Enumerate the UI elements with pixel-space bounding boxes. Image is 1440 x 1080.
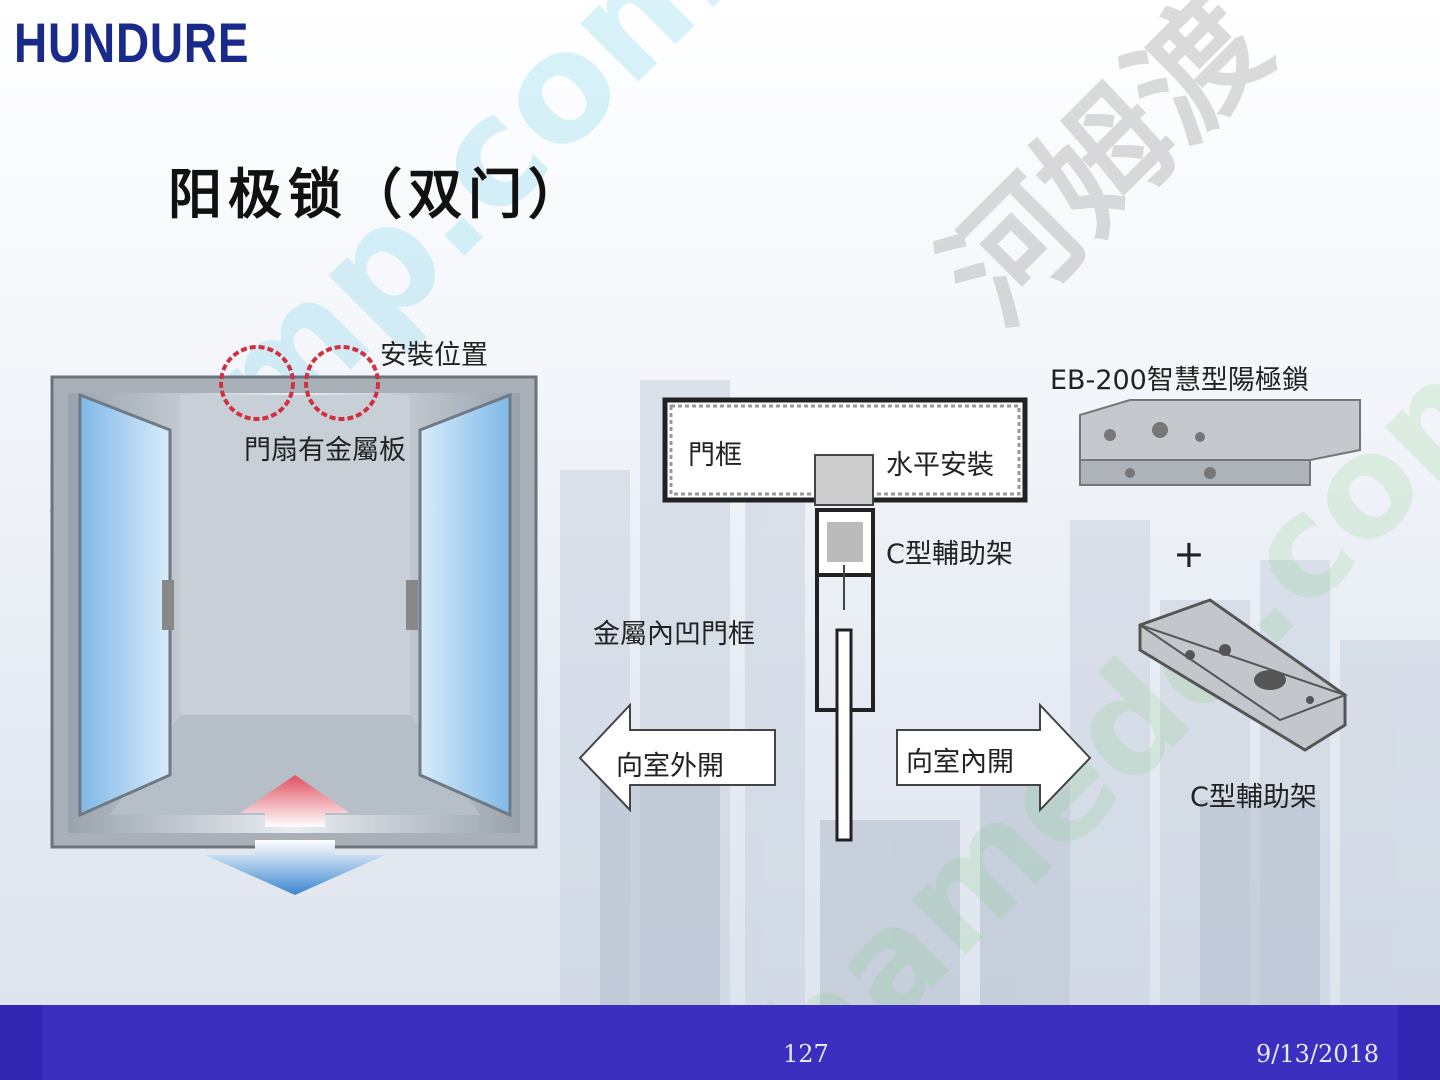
door-metal-plate-label: 門扇有金屬板 — [244, 435, 406, 466]
inward-arrow-icon — [240, 775, 350, 827]
outward-arrow-icon — [205, 840, 385, 895]
open-inward-label: 向室內開 — [906, 747, 1014, 778]
slide-title: 阳极锁（双门） — [168, 162, 588, 226]
install-position-label: 安裝位置 — [380, 340, 488, 371]
double-door-illustration — [50, 345, 538, 895]
eb200-lock-product-illustration — [1079, 399, 1361, 752]
svg-text:河姆渡: 河姆渡 — [914, 0, 1297, 352]
installation-cross-section-diagram — [578, 397, 1092, 842]
slide-date: 9/13/2018 — [1256, 1040, 1380, 1068]
footer-right-block — [1398, 1005, 1440, 1080]
open-outward-label: 向室外開 — [616, 751, 724, 782]
page-number: 127 — [783, 1040, 829, 1068]
door-frame-label: 門框 — [688, 440, 742, 471]
c-bracket-center-label: C型輔助架 — [886, 539, 1013, 570]
footer-flower-icon — [0, 1005, 42, 1080]
horizontal-install-label: 水平安裝 — [886, 450, 994, 481]
hundure-logo: HUNDURE — [14, 11, 250, 74]
open-outward-arrow-icon — [578, 702, 776, 813]
slide-footer-bar — [0, 1005, 1440, 1080]
c-bracket-right-label: C型輔助架 — [1190, 782, 1317, 813]
metal-recessed-frame-label: 金屬內凹門框 — [593, 619, 755, 650]
plus-sign: + — [1173, 532, 1205, 576]
open-inward-arrow-icon — [896, 702, 1092, 813]
eb200-product-label: EB-200智慧型陽極鎖 — [1050, 365, 1309, 396]
